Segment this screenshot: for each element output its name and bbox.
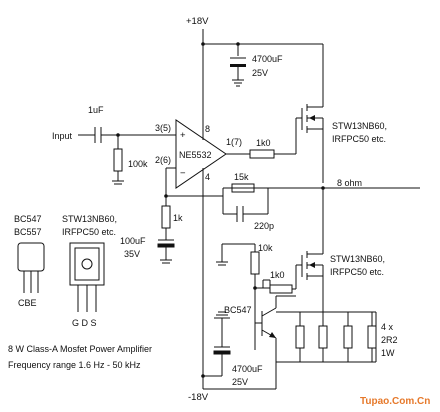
pinout-fet-label-2: IRFPC50 etc. <box>62 227 116 237</box>
mosfet-top-model: STW13NB60, <box>332 121 387 131</box>
bjt-emitter-arrow <box>269 332 276 338</box>
bias-resistor-value: 10k <box>258 243 273 253</box>
junction-dot <box>253 286 257 290</box>
op-amp: + − NE5532 <box>175 119 227 189</box>
input-capacitor <box>78 127 176 143</box>
input-cap-value: 1uF <box>88 105 104 115</box>
opamp-pin-vpos: 8 <box>205 124 210 134</box>
to247-package-drawing <box>69 242 105 312</box>
gate-resistor-value: 1k0 <box>256 138 271 148</box>
mosfet-top-alt: IRFPC50 etc. <box>332 134 386 144</box>
bjt-bc547 <box>254 295 296 389</box>
cap-top-value: 4700uF <box>252 54 283 64</box>
opamp-pin-vneg: 4 <box>205 172 210 182</box>
to92-package-drawing <box>17 242 45 293</box>
loads-power: 1W <box>381 348 395 358</box>
mosfet-top <box>301 94 324 183</box>
mosfet-bottom-arrow <box>309 262 315 268</box>
supply-capacitor-top <box>230 57 246 87</box>
caption-title: 8 W Class-A Mosfet Power Amplifier <box>8 344 152 354</box>
opamp-pin-out: 1(7) <box>226 137 242 147</box>
loads-count: 4 x <box>381 322 394 332</box>
cap-bottom-voltage: 25V <box>232 377 248 387</box>
bias-network <box>216 243 302 297</box>
input-label: Input <box>52 131 73 141</box>
pinout-fet-label-1: STW13NB60, <box>62 214 117 224</box>
cap-top-voltage: 25V <box>252 68 268 78</box>
pinout-bjt-pins: CBE <box>18 298 37 308</box>
opamp-pin-noninv: 3(5) <box>155 123 171 133</box>
pinout-fet-pins: G D S <box>72 318 97 328</box>
gate-drive-wire <box>226 117 302 159</box>
cap-bottom-value: 4700uF <box>232 364 263 374</box>
ground-leg <box>157 196 175 264</box>
ground-cap-value: 100uF <box>120 236 146 246</box>
mosfet-bottom <box>301 188 324 312</box>
ground-resistor-value: 1k <box>173 213 183 223</box>
load-resistors <box>276 311 377 363</box>
feedback-resistor-value: 15k <box>234 172 249 182</box>
caption-subtitle: Frequency range 1.6 Hz - 50 kHz <box>8 360 141 370</box>
feedback-network <box>222 183 269 222</box>
mosfet-top-arrow <box>309 115 315 121</box>
input-resistor-value: 100k <box>128 159 148 169</box>
bjt-model-label: BC547 <box>224 305 252 315</box>
junction-dot <box>201 374 205 378</box>
ground-cap-voltage: 35V <box>124 249 140 259</box>
positive-rail-label: +18V <box>186 16 209 27</box>
junction-dot <box>236 42 240 46</box>
opamp-minus-sign: − <box>180 168 186 179</box>
junction-dot <box>201 42 205 46</box>
loads-value: 2R2 <box>381 335 398 345</box>
input-resistor <box>112 135 124 185</box>
mosfet-bottom-model: STW13NB60, <box>330 254 385 264</box>
pinout-bjt-label-2: BC557 <box>14 227 42 237</box>
output-label: 8 ohm <box>337 178 362 188</box>
negative-rail-label: -18V <box>188 392 209 403</box>
opamp-pin-inv: 2(6) <box>155 155 171 165</box>
pinout-bjt-label-1: BC547 <box>14 214 42 224</box>
opamp-plus-sign: + <box>180 130 186 141</box>
positive-rail <box>202 29 324 113</box>
opamp-name: NE5532 <box>179 150 212 160</box>
watermark: Tupao.Com.Cn <box>360 396 430 407</box>
gate2-resistor-value: 1k0 <box>270 270 285 280</box>
feedback-capacitor-value: 220p <box>254 221 274 231</box>
supply-capacitor-bottom <box>203 311 231 377</box>
mosfet-bottom-alt: IRFPC50 etc. <box>330 267 384 277</box>
